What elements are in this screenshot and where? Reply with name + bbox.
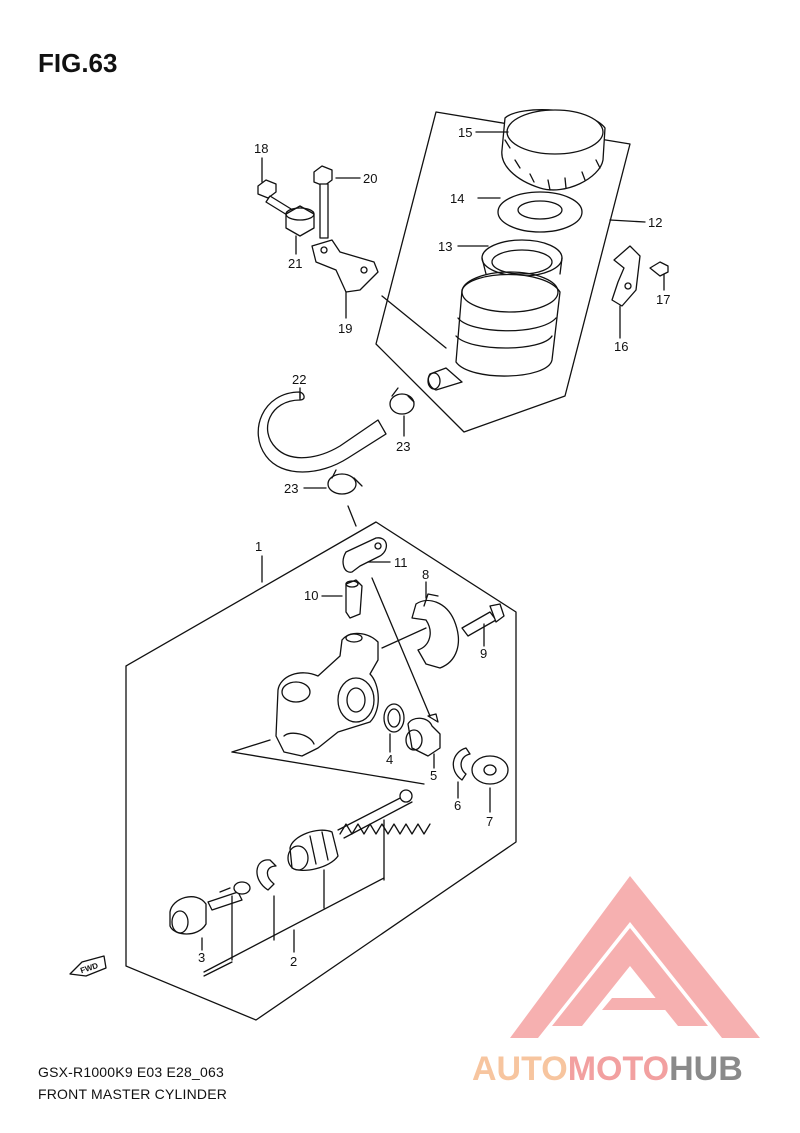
callout-10: 10 <box>304 588 318 603</box>
callout-23-upper: 23 <box>396 439 410 454</box>
callout-13: 13 <box>438 239 452 254</box>
screw-17 <box>649 261 669 291</box>
hose-connector <box>405 713 441 757</box>
o-ring <box>383 703 405 733</box>
collar-21 <box>285 205 315 237</box>
wordmark-auto: AUTO <box>472 1050 568 1088</box>
automotohub-logo <box>510 876 760 1038</box>
callout-7: 7 <box>486 814 493 829</box>
circlip-upper <box>452 747 471 781</box>
callout-19: 19 <box>338 321 352 336</box>
reservoir-stay-bracket <box>311 239 379 293</box>
diaphragm <box>481 239 563 277</box>
callout-20: 20 <box>363 171 377 186</box>
automotohub-wordmark: AUTOMOTOHUB <box>472 1050 743 1089</box>
push-rod <box>207 881 251 911</box>
callout-3: 3 <box>198 950 205 965</box>
callout-14: 14 <box>450 191 464 206</box>
callout-15: 15 <box>458 125 472 140</box>
reservoir-hose <box>257 391 387 473</box>
handlebar-clamp <box>411 593 459 669</box>
fwd-arrow-icon <box>69 955 107 977</box>
diagram-name: FRONT MASTER CYLINDER <box>38 1086 228 1102</box>
hose-clamp-upper <box>389 387 415 415</box>
diagram-code: GSX-R1000K9 E03 E28_063 <box>38 1064 224 1080</box>
callout-11: 11 <box>394 555 408 570</box>
callout-2: 2 <box>290 954 297 969</box>
callout-17: 17 <box>656 292 670 307</box>
wordmark-moto: MOTO <box>567 1050 670 1088</box>
hose-clamp-lower <box>327 469 363 495</box>
figure-title: FIG.63 <box>38 48 118 78</box>
clamp-bolt <box>461 603 505 637</box>
callout-5: 5 <box>430 768 437 783</box>
logo-triangle-icon <box>510 876 760 1038</box>
piston-circlip <box>256 859 277 891</box>
callout-21: 21 <box>288 256 302 271</box>
callout-23-lower: 23 <box>284 481 298 496</box>
callout-4: 4 <box>386 752 393 767</box>
push-rod-boot <box>169 896 207 935</box>
callout-6: 6 <box>454 798 461 813</box>
callout-22: 22 <box>292 372 306 387</box>
piston <box>287 829 339 871</box>
callout-16: 16 <box>614 339 628 354</box>
diaphragm-plate <box>497 191 583 233</box>
reservoir-body <box>427 271 561 391</box>
hose-joint-plate <box>342 537 387 573</box>
callout-9: 9 <box>480 646 487 661</box>
bleed-screw <box>345 579 363 619</box>
callout-1: 1 <box>255 539 262 554</box>
dust-boot-cap <box>471 755 509 785</box>
wordmark-hub: HUB <box>669 1050 743 1088</box>
callout-18: 18 <box>254 141 268 156</box>
bolt-20 <box>313 165 333 239</box>
piston-spring <box>337 789 431 839</box>
master-cylinder-body <box>275 632 379 757</box>
master-cylinder-frame <box>125 521 517 1021</box>
callout-8: 8 <box>422 567 429 582</box>
reservoir-bracket <box>611 245 641 307</box>
reservoir-cap <box>501 109 606 191</box>
callout-12: 12 <box>648 215 662 230</box>
